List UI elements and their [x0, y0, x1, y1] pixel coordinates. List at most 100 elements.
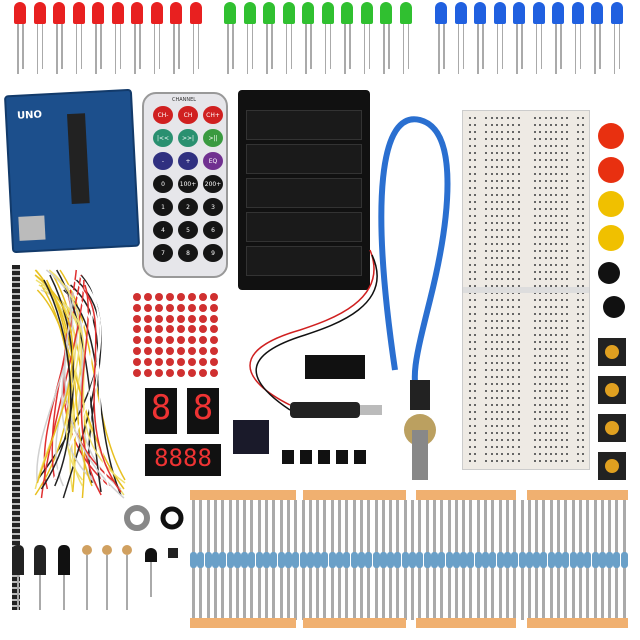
hole	[485, 376, 488, 378]
led-leg	[56, 24, 58, 74]
led-leg	[599, 24, 601, 69]
hole	[490, 460, 493, 462]
hole	[501, 194, 504, 196]
resistor-body	[263, 552, 270, 568]
hole	[506, 460, 509, 462]
hole	[566, 425, 569, 427]
hole	[496, 222, 498, 224]
hole	[469, 173, 471, 175]
hole	[566, 348, 569, 350]
hole	[512, 208, 515, 210]
hole	[496, 425, 498, 427]
hole	[485, 187, 488, 189]
hole	[560, 152, 563, 154]
hole	[550, 334, 552, 336]
hole	[474, 348, 477, 350]
led-head	[243, 2, 256, 24]
hole	[506, 236, 509, 238]
tape	[190, 490, 296, 500]
hole	[469, 418, 471, 420]
hole	[512, 257, 515, 259]
hole	[512, 271, 515, 273]
hole	[474, 334, 477, 336]
hole	[544, 348, 547, 350]
hole	[517, 257, 520, 259]
hole	[496, 418, 498, 420]
hole	[555, 397, 558, 399]
resistor-body	[284, 552, 292, 568]
hole	[533, 222, 536, 224]
hole	[577, 453, 579, 455]
resistor-body	[540, 552, 548, 568]
hole	[469, 138, 471, 140]
hole	[533, 152, 536, 154]
hole	[582, 390, 585, 392]
hole	[506, 229, 509, 231]
hole	[582, 320, 585, 322]
led-head	[33, 2, 46, 24]
hole	[474, 355, 477, 357]
hole	[490, 180, 493, 182]
resistor-body	[314, 552, 322, 568]
hole	[517, 131, 520, 133]
hole	[506, 341, 509, 343]
hole	[582, 236, 585, 238]
hole	[490, 250, 493, 252]
hole	[490, 397, 493, 399]
hole	[512, 432, 515, 434]
hole	[474, 271, 477, 273]
matrix-dot	[177, 347, 185, 355]
hole	[555, 446, 558, 448]
hole	[550, 117, 552, 119]
hole	[560, 348, 563, 350]
hole	[469, 334, 471, 336]
hole	[539, 117, 542, 119]
photoresistor-leg	[126, 555, 128, 610]
hole	[560, 362, 563, 364]
hole	[582, 131, 585, 133]
hole	[550, 208, 552, 210]
hole	[501, 159, 504, 161]
led-leg	[402, 24, 404, 74]
hole	[496, 313, 498, 315]
hole	[506, 327, 509, 329]
hole	[496, 124, 498, 126]
hole	[501, 138, 504, 140]
hole	[555, 138, 558, 140]
matrix-dot	[210, 357, 218, 366]
led-leg	[388, 24, 390, 69]
hole	[517, 117, 520, 119]
resistor-body	[328, 552, 336, 568]
hole	[485, 348, 488, 350]
hole	[501, 432, 504, 434]
hole	[512, 418, 515, 420]
hole	[555, 145, 558, 147]
hole	[560, 271, 563, 273]
hole	[582, 215, 585, 217]
hole	[566, 271, 569, 273]
resistor	[598, 500, 606, 620]
hole	[501, 383, 504, 385]
hole	[560, 243, 563, 245]
hole	[577, 250, 579, 252]
hole	[469, 145, 471, 147]
hole	[539, 383, 542, 385]
hole	[550, 222, 552, 224]
led-leg	[407, 24, 409, 69]
hole	[485, 446, 488, 448]
led-leg	[310, 24, 312, 69]
hole	[577, 285, 579, 287]
matrix-dot	[133, 303, 141, 312]
resistor-body	[606, 552, 614, 568]
led-head	[399, 2, 412, 24]
hole	[496, 306, 498, 308]
hole	[517, 208, 520, 210]
hole	[490, 215, 493, 217]
hole	[555, 425, 558, 427]
hole	[517, 397, 520, 399]
hole	[474, 166, 477, 168]
hole	[517, 236, 520, 238]
resistor-body	[409, 552, 416, 568]
hole	[469, 271, 471, 273]
hole	[474, 159, 477, 161]
